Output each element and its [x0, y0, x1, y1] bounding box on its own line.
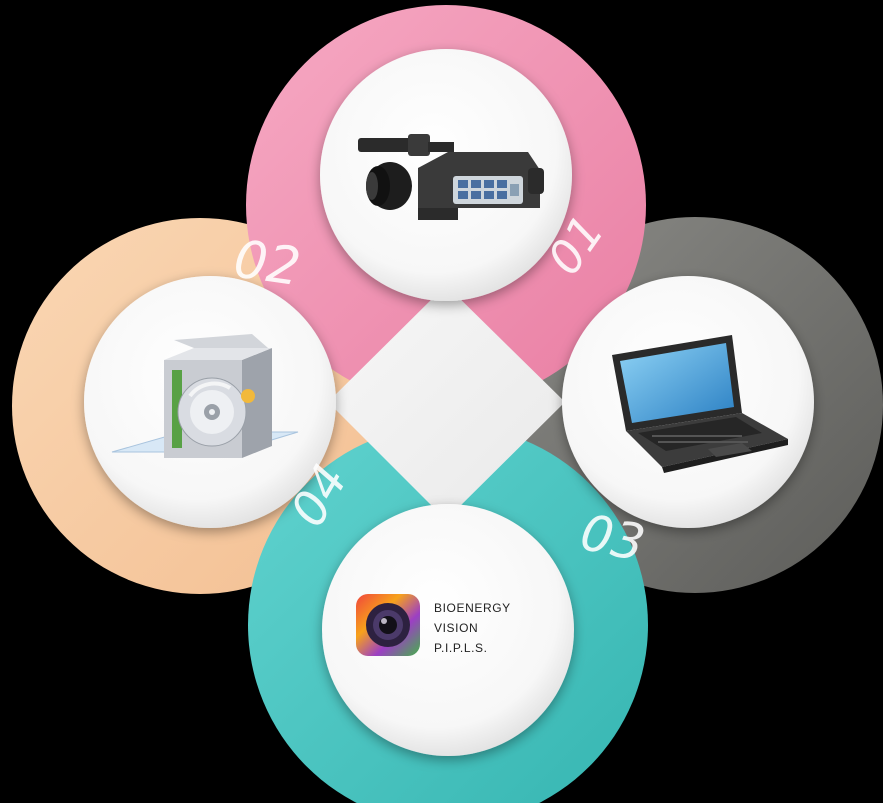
- logo-line-1: BIOENERGY: [434, 601, 511, 615]
- segment-03-number: 03: [576, 503, 650, 573]
- center-plate-top: [328, 285, 565, 520]
- segment-02-number: 02: [230, 229, 304, 298]
- logo-line-2: VISION: [434, 621, 478, 635]
- video-camera-icon: [358, 134, 544, 220]
- segment-04-disc: [322, 504, 574, 756]
- logo-line-3: P.I.P.L.S.: [434, 641, 488, 655]
- laptop-icon: [612, 335, 788, 473]
- software-box-icon: [111, 334, 299, 458]
- bioenergy-vision-logo: [356, 594, 420, 656]
